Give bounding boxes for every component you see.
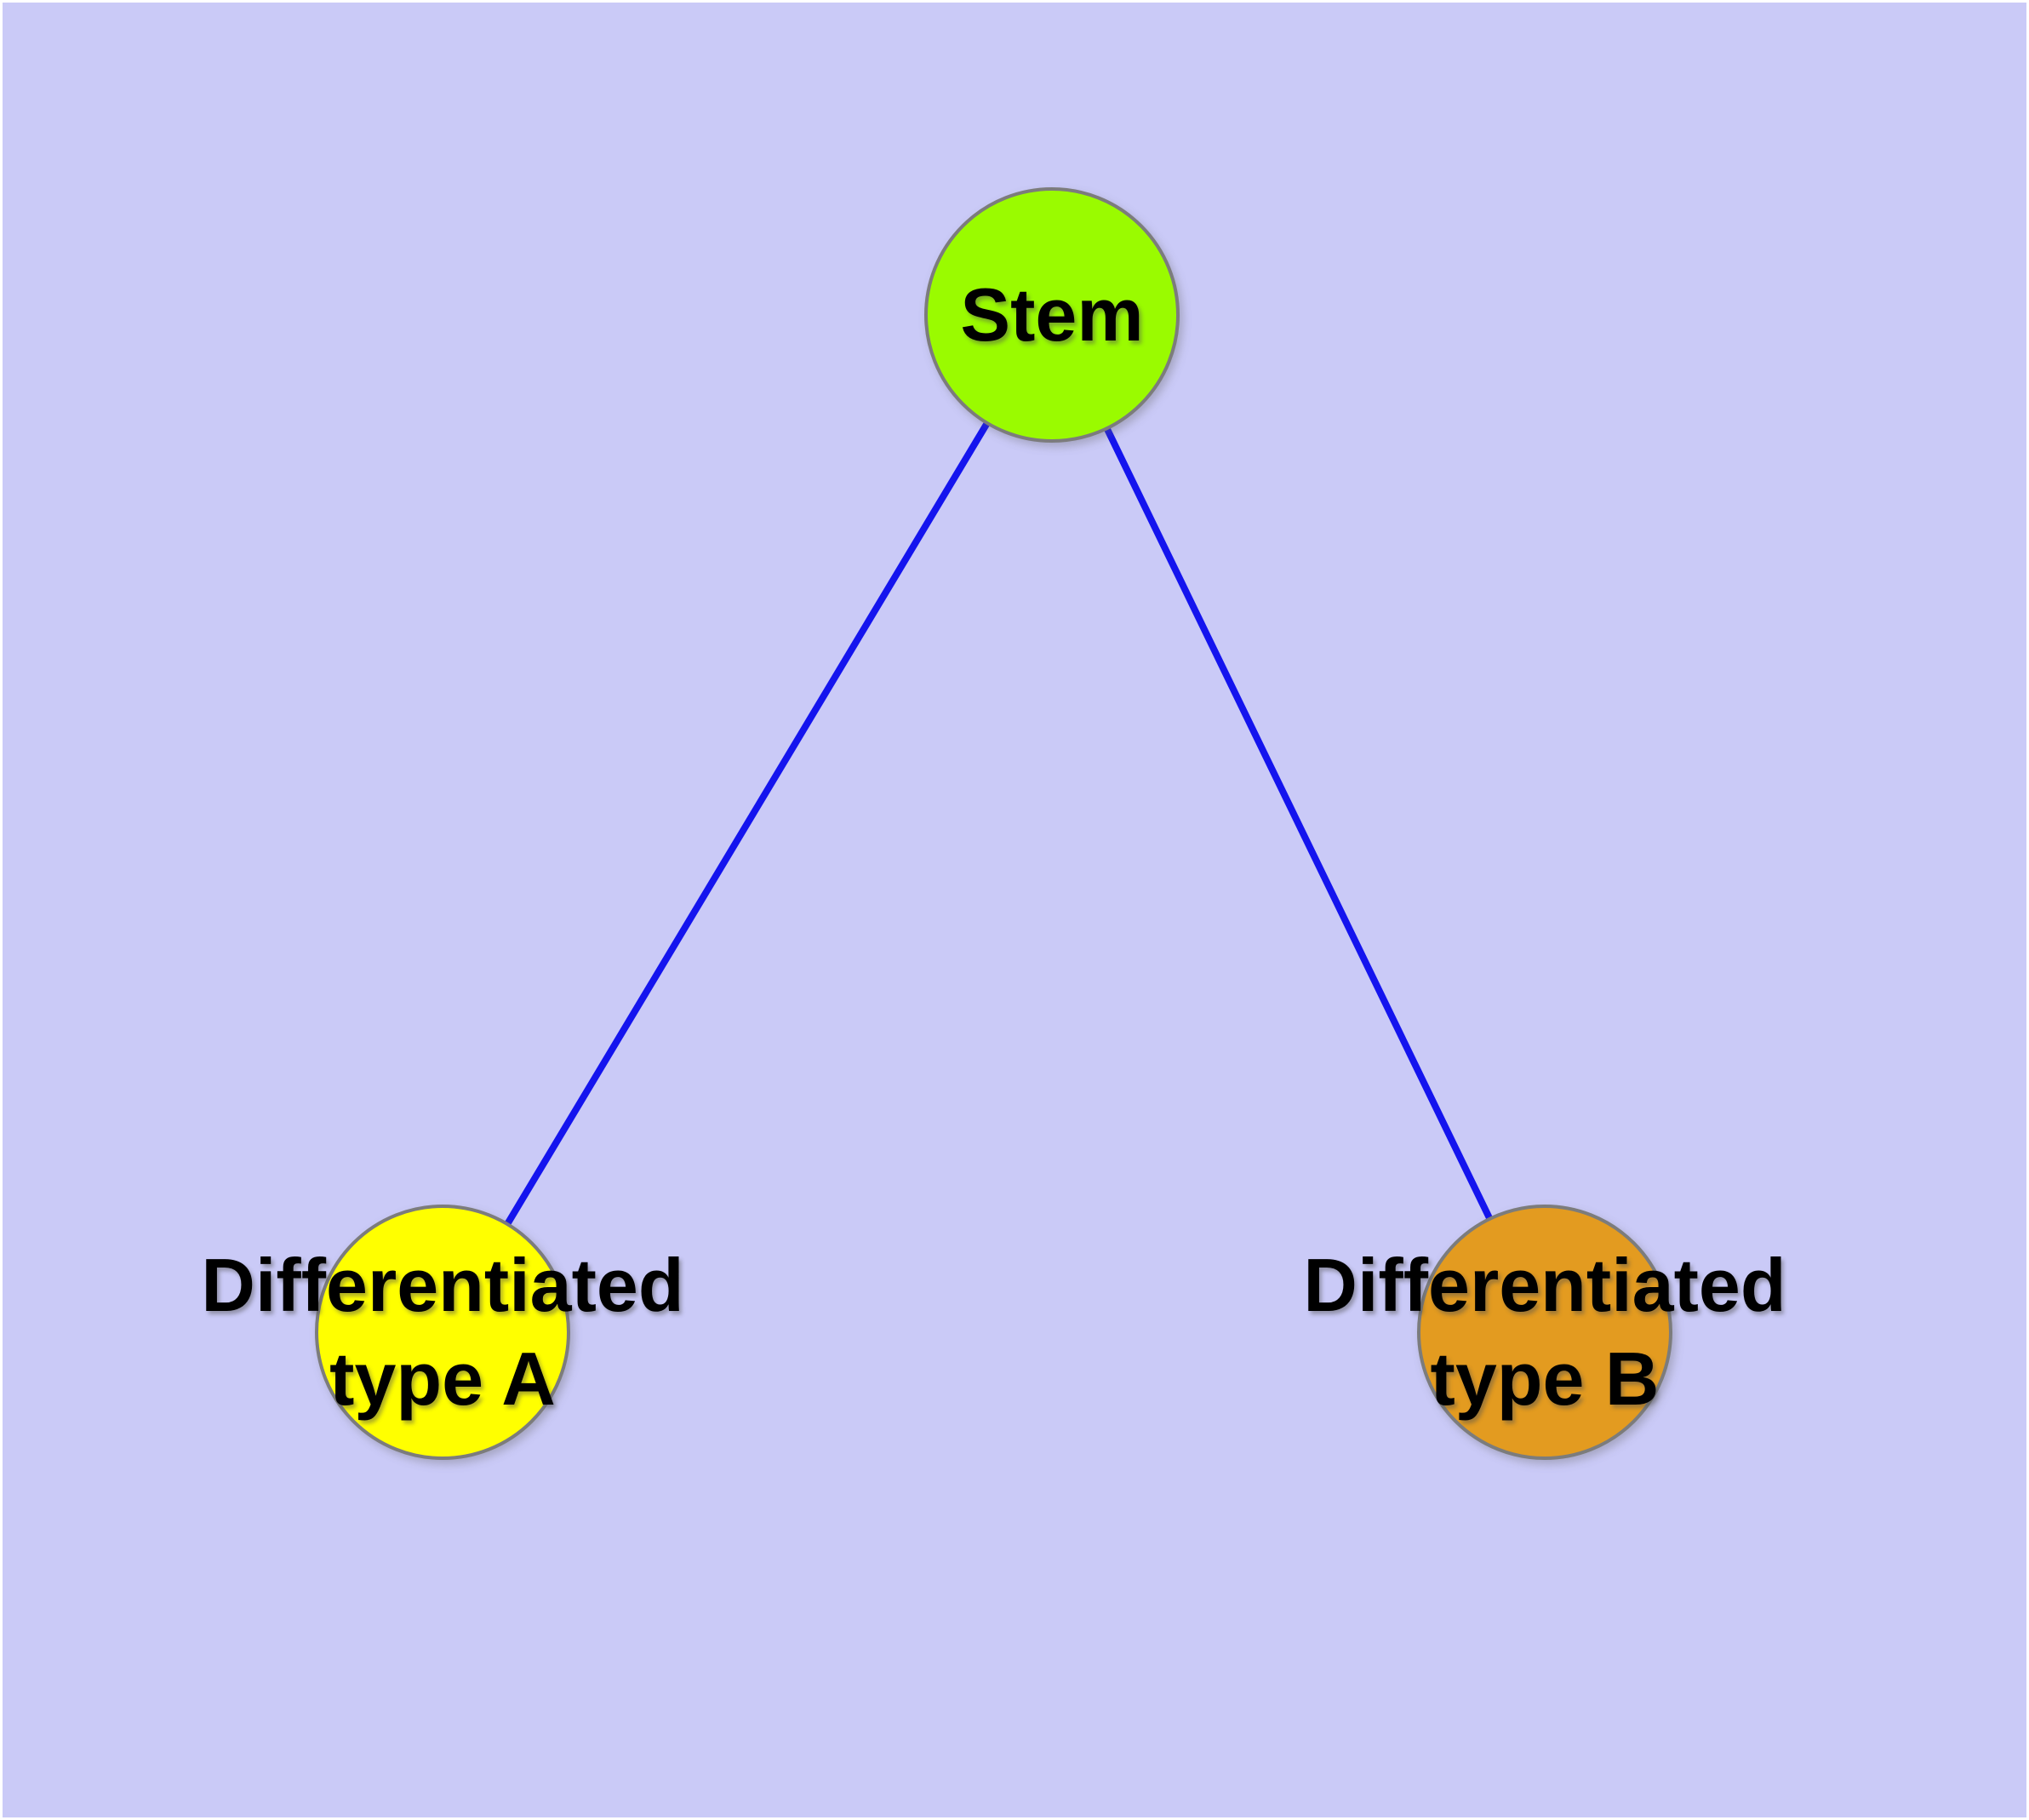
node-differentiated-type-a: Differentiated type A — [201, 1205, 684, 1460]
node-type-b-label: Differentiated type B — [1303, 1239, 1786, 1426]
node-differentiated-type-b: Differentiated type B — [1303, 1205, 1786, 1460]
edge-stem-to-type-a — [439, 312, 1055, 1335]
edges-layer — [439, 312, 1548, 1335]
node-type-b-label-line-2: type B — [1430, 1336, 1660, 1421]
node-stem-label-line: Stem — [960, 272, 1144, 357]
node-stem-label: Stem — [960, 268, 1143, 362]
node-type-b-label-line-1: Differentiated — [1303, 1243, 1786, 1327]
node-type-a-label-line-2: type A — [329, 1336, 556, 1421]
node-type-a-label: Differentiated type A — [201, 1239, 683, 1426]
edge-stem-to-type-b — [1049, 313, 1548, 1334]
node-type-a-label-line-1: Differentiated — [201, 1243, 684, 1327]
node-stem: Stem — [924, 187, 1180, 443]
